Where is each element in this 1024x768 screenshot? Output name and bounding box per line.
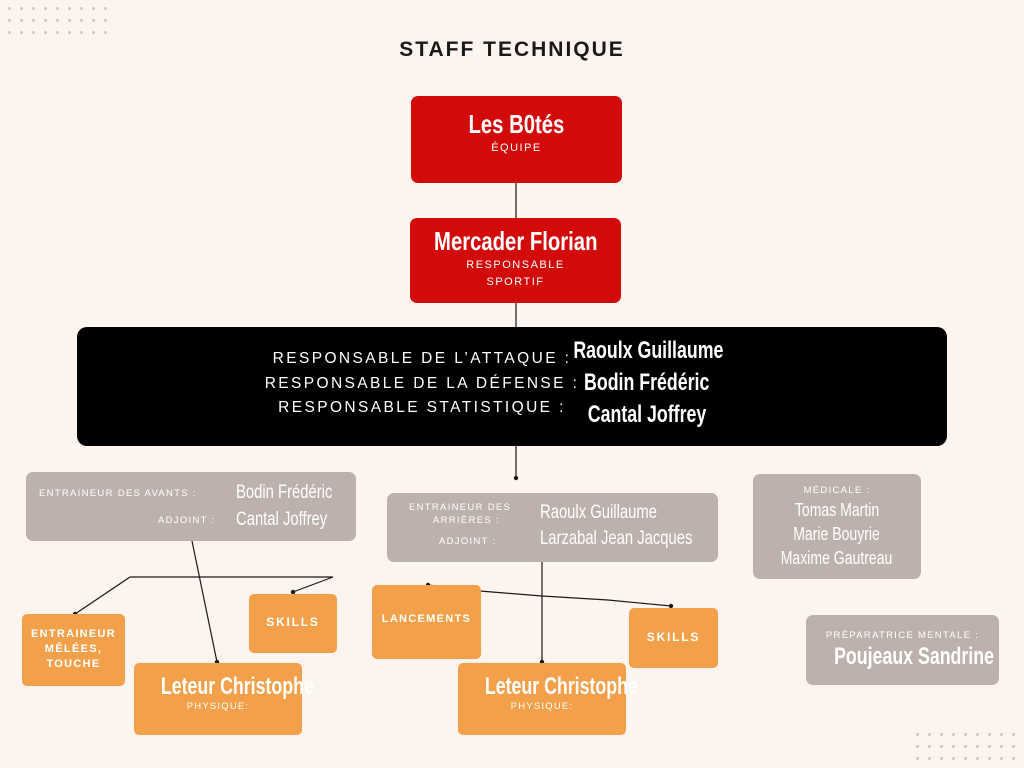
left-physique-role: PHYSIQUE: bbox=[186, 701, 250, 712]
mentale-label: PRÉPARATRICE MENTALE : bbox=[825, 630, 980, 641]
right-physique-role: PHYSIQUE: bbox=[510, 701, 574, 712]
head-role-line1: RESPONSABLE bbox=[466, 259, 565, 271]
role-statistique: RESPONSABLE STATISTIQUE : bbox=[278, 399, 566, 416]
melees-line1: ENTRAINEUR bbox=[30, 628, 117, 640]
arrieres-label1-line1: ENTRAINEUR DES bbox=[409, 502, 512, 513]
left-physique-name: Leteur Christophe bbox=[160, 673, 314, 700]
medicale-name-2: Marie Bouyrie bbox=[793, 524, 881, 544]
team-name: Les B0tés bbox=[468, 109, 565, 139]
name-statistique: Cantal Joffrey bbox=[587, 401, 707, 428]
medicale-name-1: Tomas Martin bbox=[794, 500, 880, 520]
avants-box: ENTRAINEUR DES AVANTS : Bodin Frédéric A… bbox=[26, 472, 356, 541]
arrieres-label2: ADJOINT : bbox=[439, 536, 497, 547]
arrieres-name2: Larzabal Jean Jacques bbox=[540, 528, 693, 549]
arrieres-box: ENTRAINEUR DES ARRIÈRES : Raoulx Guillau… bbox=[387, 493, 718, 562]
page-title: STAFF TECHNIQUE bbox=[399, 38, 625, 61]
team-box: Les B0tés ÉQUIPE bbox=[411, 96, 622, 183]
left-physique-box: Leteur Christophe PHYSIQUE: bbox=[134, 663, 314, 735]
arrieres-label1-line2: ARRIÈRES : bbox=[433, 515, 500, 526]
mentale-box: PRÉPARATRICE MENTALE : Poujeaux Sandrine bbox=[806, 615, 999, 685]
role-attaque: RESPONSABLE DE L’ATTAQUE : bbox=[272, 350, 572, 367]
mentale-name: Poujeaux Sandrine bbox=[834, 643, 994, 670]
right-physique-box: Leteur Christophe PHYSIQUE: bbox=[458, 663, 638, 735]
right-skills-label: SKILLS bbox=[646, 630, 701, 644]
responsables-names: Raoulx Guillaume Bodin Frédéric Cantal J… bbox=[547, 335, 747, 431]
avants-name1: Bodin Frédéric bbox=[236, 482, 333, 503]
line-avants-physique bbox=[191, 540, 218, 663]
right-physique-name: Leteur Christophe bbox=[484, 673, 638, 700]
avants-name2: Cantal Joffrey bbox=[236, 509, 328, 530]
name-attaque: Raoulx Guillaume bbox=[573, 337, 724, 364]
melees-line2: MÊLÉES, bbox=[44, 643, 103, 655]
avants-label1: ENTRAINEUR DES AVANTS : bbox=[39, 488, 197, 499]
melees-line3: TOUCHE bbox=[46, 658, 101, 670]
team-role: ÉQUIPE bbox=[491, 142, 542, 154]
lancements-label: LANCEMENTS bbox=[381, 613, 472, 625]
medicale-label: MÉDICALE : bbox=[803, 485, 871, 496]
responsables-roles: RESPONSABLE DE L’ATTAQUE : RESPONSABLE D… bbox=[227, 347, 617, 421]
medicale-box: MÉDICALE : Tomas Martin Marie Bouyrie Ma… bbox=[753, 474, 921, 579]
left-skills-label: SKILLS bbox=[266, 615, 320, 629]
left-skills-box: SKILLS bbox=[249, 594, 337, 653]
arrieres-name1: Raoulx Guillaume bbox=[540, 502, 657, 523]
name-defense: Bodin Frédéric bbox=[584, 369, 710, 396]
right-skills-box: SKILLS bbox=[629, 608, 718, 668]
medicale-name-3: Maxime Gautreau bbox=[781, 548, 893, 568]
lancements-box: LANCEMENTS bbox=[372, 585, 481, 659]
responsables-box: RESPONSABLE DE L’ATTAQUE : RESPONSABLE D… bbox=[77, 327, 947, 446]
head-box: Mercader Florian RESPONSABLE SPORTIF bbox=[410, 218, 621, 303]
role-defense: RESPONSABLE DE LA DÉFENSE : bbox=[264, 374, 580, 392]
line-left-skills bbox=[292, 576, 334, 593]
avants-label2: ADJOINT : bbox=[158, 515, 216, 526]
melees-box: ENTRAINEUR MÊLÉES, TOUCHE bbox=[22, 614, 125, 686]
head-name: Mercader Florian bbox=[433, 226, 598, 256]
head-role-line2: SPORTIF bbox=[486, 276, 545, 288]
line-left-melees bbox=[74, 576, 131, 615]
